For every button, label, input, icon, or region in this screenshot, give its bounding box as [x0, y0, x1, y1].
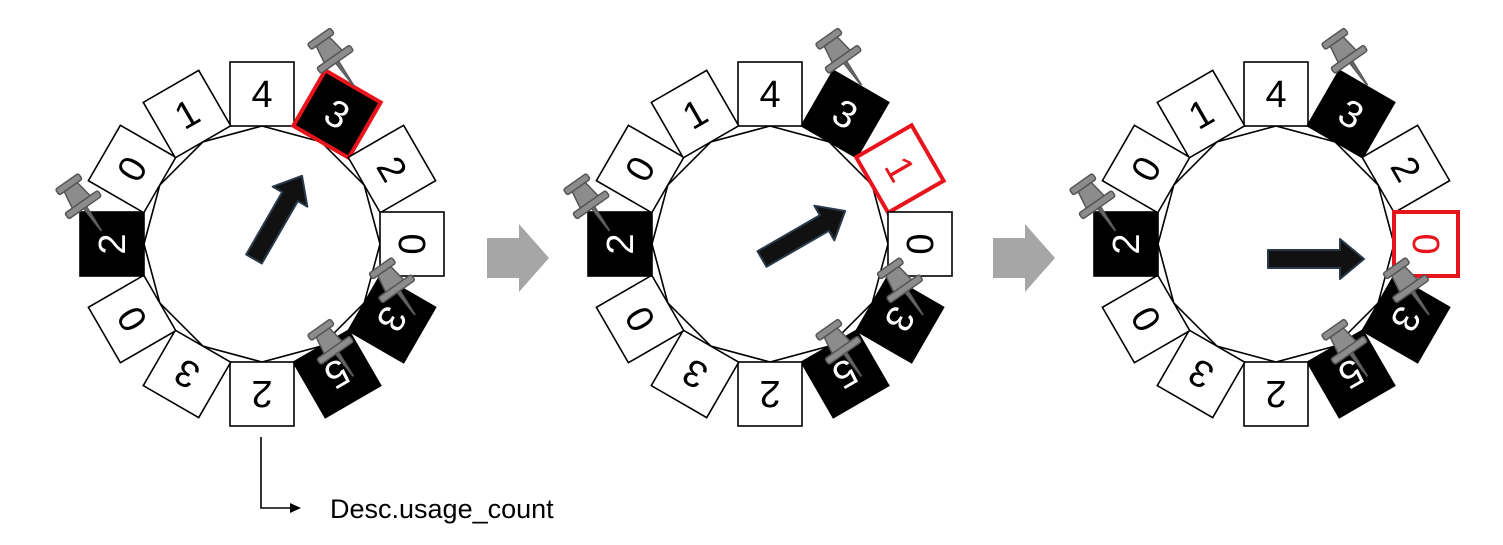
buffer-slot: 1	[142, 69, 232, 159]
slot-box	[855, 274, 945, 364]
slot-box	[595, 124, 685, 214]
slot-box	[1093, 211, 1159, 277]
buffer-slot: 0	[887, 211, 953, 277]
step-arrow	[487, 224, 549, 292]
buffer-slot: 0	[595, 274, 685, 364]
slot-box	[650, 329, 740, 419]
buffer-slot: 1	[650, 69, 740, 159]
buffer-slot: 0	[379, 211, 445, 277]
slot-box	[1101, 124, 1191, 214]
buffer-slot: 2	[1093, 211, 1159, 277]
buffer-slot: 4	[1243, 61, 1309, 127]
current-slot-box	[853, 122, 947, 216]
slot-box	[1156, 329, 1246, 419]
slot-box	[737, 61, 803, 127]
slot-box	[595, 274, 685, 364]
slot-box	[587, 211, 653, 277]
slot-box	[79, 211, 145, 277]
buffer-slot: 2	[79, 211, 145, 277]
buffer-slot: 0	[1101, 124, 1191, 214]
slot-box	[142, 329, 232, 419]
buffer-slot: 0	[595, 124, 685, 214]
buffer-slot: 3	[1156, 329, 1246, 419]
usage-count-label: 2	[1265, 372, 1286, 414]
ring-outline	[1157, 125, 1395, 363]
current-slot-box	[290, 67, 384, 161]
slot-box	[229, 61, 295, 127]
slot-box	[87, 274, 177, 364]
buffer-slot: 3	[142, 329, 232, 419]
buffer-slot: 2	[229, 361, 295, 427]
slot-box	[1156, 69, 1246, 159]
usage-count-label: 2	[759, 372, 780, 414]
buffer-slot: 2	[1361, 124, 1451, 214]
buffer-slot: 0	[1101, 274, 1191, 364]
buffer-slot: 1	[853, 122, 947, 216]
step-arrow	[993, 224, 1055, 292]
slot-box	[1101, 274, 1191, 364]
callout-label: Desc.usage_count	[330, 494, 554, 524]
usage-count-label: 0	[898, 233, 940, 254]
slot-box	[347, 274, 437, 364]
buffer-slot: 5	[800, 329, 890, 419]
buffer-slot: 4	[737, 61, 803, 127]
callout-arrowhead	[290, 503, 301, 513]
slot-box	[1361, 124, 1451, 214]
slot-box	[1361, 274, 1451, 364]
buffer-slot: 3	[290, 67, 384, 161]
buffer-slot: 4	[229, 61, 295, 127]
callout-connector	[260, 437, 290, 509]
slot-box	[737, 361, 803, 427]
slot-box	[142, 69, 232, 159]
buffer-slot: 3	[650, 329, 740, 419]
usage-count-label: 2	[92, 233, 134, 254]
clock-hand-arrow	[245, 174, 309, 265]
usage-count-label: 0	[1404, 233, 1446, 254]
buffer-slot: 3	[1361, 274, 1451, 364]
slot-box	[87, 124, 177, 214]
buffer-slot: 3	[1306, 69, 1396, 159]
usage-count-label: 2	[600, 233, 642, 254]
slot-box	[229, 361, 295, 427]
slot-box	[1243, 61, 1309, 127]
usage-count-callout: Desc.usage_count	[260, 437, 554, 524]
usage-count-label: 4	[251, 74, 272, 116]
slot-box	[347, 124, 437, 214]
usage-count-label: 4	[759, 74, 780, 116]
buffer-slot: 3	[800, 69, 890, 159]
usage-count-label: 2	[1106, 233, 1148, 254]
buffer-slot: 0	[1392, 210, 1460, 278]
slot-box	[650, 69, 740, 159]
slot-box	[1243, 361, 1309, 427]
usage-count-label: 2	[251, 372, 272, 414]
usage-count-label: 4	[1265, 74, 1286, 116]
buffer-slot: 2	[587, 211, 653, 277]
buffer-slot: 3	[855, 274, 945, 364]
buffer-slot: 2	[347, 124, 437, 214]
buffer-slot: 0	[87, 124, 177, 214]
slot-box	[800, 69, 890, 159]
buffer-slot: 2	[737, 361, 803, 427]
clock-hand-arrow	[1267, 238, 1365, 280]
slot-box	[1306, 69, 1396, 159]
buffer-slot: 2	[1243, 361, 1309, 427]
clock-hand-arrow	[756, 204, 847, 268]
buffer-slot: 1	[1156, 69, 1246, 159]
usage-count-label: 0	[390, 233, 432, 254]
buffer-slot: 0	[87, 274, 177, 364]
